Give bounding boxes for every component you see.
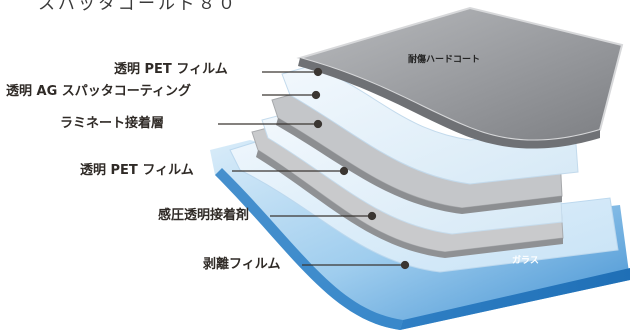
hard-coat-layer <box>296 6 624 149</box>
leader-lines <box>218 67 410 270</box>
label-pet-film-top: 透明 PET フィルム <box>114 62 228 77</box>
leader-dot-ag <box>311 90 321 100</box>
label-pet-film-mid: 透明 PET フィルム <box>80 163 194 178</box>
label-psa: 感圧透明接着剤 <box>158 208 250 223</box>
label-glass: ガラス <box>512 256 539 266</box>
leader-dot-release <box>400 260 410 270</box>
pet-film-top-layer <box>281 65 579 185</box>
leader-dot-laminate <box>313 119 323 129</box>
label-laminate-adhesive: ラミネート接着層 <box>60 116 165 131</box>
leader-dot-pet-mid <box>339 166 349 176</box>
label-hard-coat: 耐傷ハードコート <box>408 55 481 65</box>
leader-dot-psa <box>367 211 377 221</box>
label-ag-sputter-coating: 透明 AG スパッタコーティング <box>6 84 192 99</box>
product-title: スパッタゴールド８０ <box>38 0 238 14</box>
leader-dot-pet-top <box>313 67 323 77</box>
label-release-film: 剥離フィルム <box>203 257 281 272</box>
